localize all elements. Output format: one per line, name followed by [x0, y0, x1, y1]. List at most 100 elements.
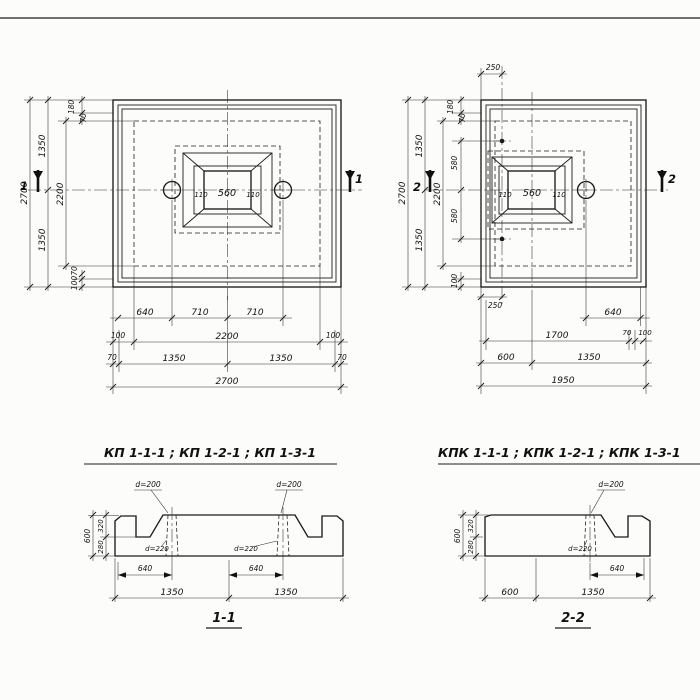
dim-600-bottom: 600 [501, 588, 518, 598]
dim-710-l: 710 [191, 308, 208, 318]
outer-square [112, 99, 342, 288]
section-2-holes [583, 505, 597, 563]
dim-100-r: 100 [326, 331, 341, 340]
section-arrow-left [425, 171, 435, 180]
step-edge-dashed [494, 120, 632, 267]
plan-right-bottom-dims: 640 1700 70 100 600 1350 1950 [476, 308, 652, 390]
dim-640-left: 640 [138, 564, 153, 573]
dim-100-l: 100 [111, 331, 126, 340]
section-arrow-left [33, 171, 43, 180]
section-1-profile [114, 514, 344, 557]
dim-2200: 2200 [216, 332, 239, 342]
plan-left-side-dims: 2700 1350 1350 2200 180 70 70 100 [20, 96, 88, 291]
plan-right-centerlines [424, 66, 668, 304]
socket-dim-110-left: 110 [194, 191, 208, 199]
dim-70-top: 70 [79, 113, 88, 123]
plan-left-section-marks: 1 1 [20, 170, 363, 193]
plan-right-side-dims: 2700 1350 1350 2200 180 70 580 580 100 2… [398, 63, 507, 310]
dim-2700-total: 2700 [216, 377, 239, 387]
inner-frame-2 [121, 108, 333, 279]
plan-right: 110 560 110 2 2 [398, 63, 676, 394]
dim-280: 280 [97, 540, 105, 554]
label-d200-right: d=200 [276, 480, 302, 489]
section-1-dims: 600 320 280 640 640 1350 1350 [83, 510, 349, 602]
section-1-holes [165, 507, 290, 563]
titles: КП 1-1-1 ; КП 1-2-1 ; КП 1-3-1 КПК 1-1-1… [84, 445, 700, 465]
dim-600: 600 [497, 353, 514, 363]
dim-1350: 1350 [578, 353, 601, 363]
section-1-hole-labels: d=200 d=200 d=220 d=220 [134, 480, 303, 553]
dim-70-bot: 70 [70, 266, 79, 276]
section-2-dims: 600 320 280 640 600 1350 [453, 510, 656, 602]
section-2-2: d=200 d=220 600 320 280 640 [453, 480, 656, 629]
dim-250-top: 250 [486, 63, 501, 72]
socket-dim-110-right: 110 [246, 191, 260, 199]
section-2-hole-labels: d=200 d=220 [568, 480, 625, 553]
dim-1350-l: 1350 [163, 354, 186, 364]
dim-640: 640 [136, 308, 153, 318]
section-mark-1-right: 1 [355, 172, 363, 186]
dim-640: 640 [604, 308, 621, 318]
dim-320: 320 [97, 519, 105, 533]
dim-580-top: 580 [450, 156, 459, 171]
dim-1950-total: 1950 [552, 376, 575, 386]
section-1-1: d=200 d=200 d=220 d=220 600 320 280 [83, 480, 349, 629]
pyramid-surround-dashed [487, 150, 585, 230]
label-d220-right: d=220 [234, 545, 258, 553]
dim-2200-side: 2200 [433, 182, 443, 205]
dim-2700-side: 2700 [20, 181, 30, 204]
dim-70-l: 70 [107, 353, 117, 362]
dim-1350-top: 1350 [38, 134, 48, 157]
dim-1350-bot: 1350 [38, 228, 48, 251]
dim-100-bot: 100 [70, 276, 79, 291]
socket-dim-560: 560 [218, 188, 236, 199]
dim-640-right: 640 [249, 564, 264, 573]
dim-70-top: 70 [458, 113, 467, 123]
inner-frame-1 [485, 104, 642, 283]
dim-70: 70 [623, 329, 632, 337]
plan-left-plate-outline [112, 99, 342, 288]
dim-180: 180 [446, 100, 455, 115]
socket-dim-560: 560 [523, 188, 541, 199]
plan-right-extension-lines [402, 68, 647, 394]
title-kp-series: КП 1-1-1 ; КП 1-2-1 ; КП 1-3-1 [104, 445, 316, 460]
view-label-2-2: 2-2 [561, 611, 585, 626]
view-label-1-1: 1-1 [212, 611, 236, 626]
dim-70-r: 70 [337, 353, 347, 362]
dim-280: 280 [467, 540, 475, 554]
label-d200-left: d=200 [135, 480, 161, 489]
step-edge-dashed [133, 120, 321, 267]
plan-right-section-marks: 2 2 [413, 170, 676, 194]
socket-dim-110-right: 110 [552, 191, 566, 199]
label-d220: d=220 [568, 545, 592, 553]
dim-2700-side: 2700 [398, 181, 408, 204]
plan-right-hidden-edges [487, 120, 632, 267]
label-d200: d=200 [598, 480, 624, 489]
section-arrow-right [345, 171, 355, 180]
plan-left: 110 560 110 1 1 [20, 90, 363, 394]
section-mark-2-right: 2 [668, 172, 676, 186]
inner-frame-2 [489, 108, 638, 279]
dim-600-height: 600 [83, 529, 92, 544]
dim-180: 180 [67, 100, 76, 115]
dim-100: 100 [638, 329, 652, 337]
dim-640: 640 [610, 564, 625, 573]
section-mark-1-left: 1 [20, 179, 28, 193]
dim-2200-side: 2200 [56, 182, 66, 205]
dim-320: 320 [467, 519, 475, 533]
plan-left-centerlines [28, 90, 362, 300]
inner-frame-1 [117, 104, 337, 283]
dim-580-bot: 580 [450, 209, 459, 224]
label-d220-left: d=220 [145, 545, 169, 553]
dim-1350-right: 1350 [275, 588, 298, 598]
dim-600-height: 600 [453, 529, 462, 544]
section-mark-2-left: 2 [413, 180, 421, 194]
dim-1350-r: 1350 [270, 354, 293, 364]
dim-1350-top: 1350 [415, 134, 425, 157]
dim-1350-bot: 1350 [415, 228, 425, 251]
socket-dim-110-left: 110 [498, 191, 512, 199]
outer-rect [480, 99, 647, 288]
dim-1350-left: 1350 [161, 588, 184, 598]
